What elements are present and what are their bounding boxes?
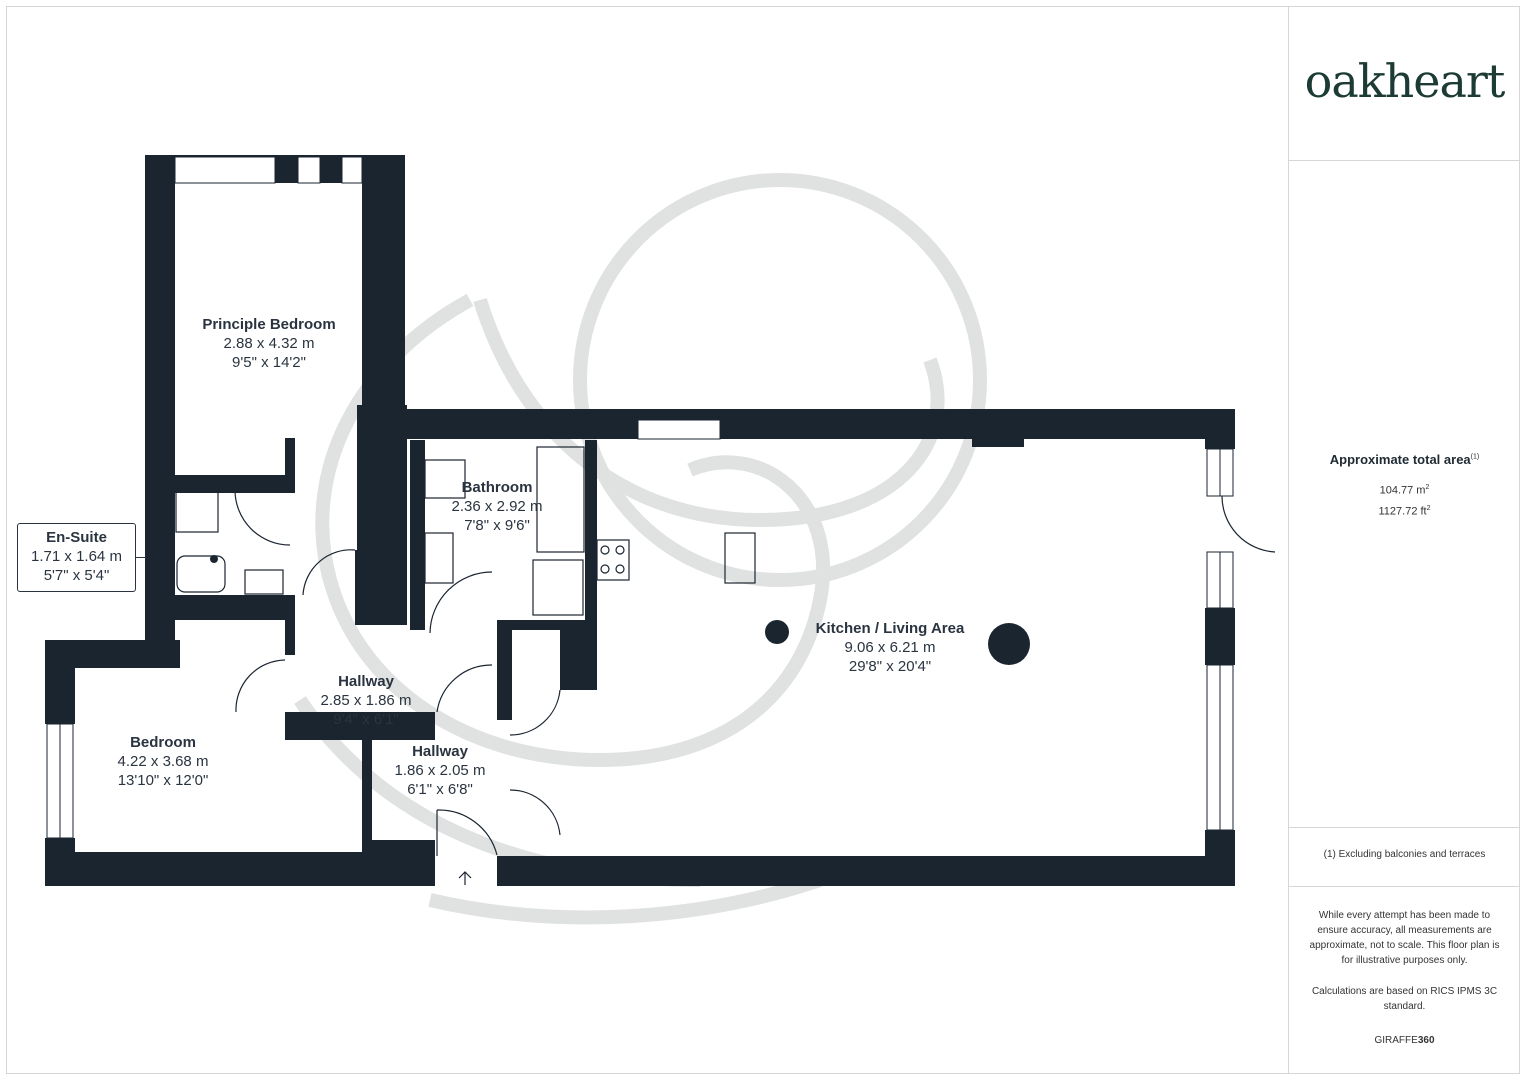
fixtures [175,446,1276,885]
room-name: Kitchen / Living Area [815,620,965,637]
area-title-note: (1) [1470,453,1480,461]
room-metric: 2.85 x 1.86 m [320,692,412,709]
floor-plan [45,155,1276,925]
area-title-text: Approximate total area [1329,452,1471,467]
room-imperial: 6'1" x 6'8" [407,781,473,798]
room-metric: 1.71 x 1.64 m [31,548,122,565]
room-principle-bedroom: Principle Bedroom 2.88 x 4.32 m 9'5" x 1… [169,315,369,372]
room-bedroom: Bedroom 4.22 x 3.68 m 13'10" x 12'0" [88,733,238,790]
divider [1289,886,1520,887]
room-name: Hallway [412,743,468,760]
room-name: Hallway [338,673,394,690]
room-hallway: Hallway 2.85 x 1.86 m 9'4" x 6'1" [291,672,441,729]
giraffe360-credit: GIRAFFE360 [1289,1035,1520,1046]
disclaimer-text: While every attempt has been made to ens… [1309,910,1500,966]
ensuite-pointer [136,557,146,558]
room-imperial: 5'7" x 5'4" [43,567,110,584]
area-title: Approximate total area(1) [1289,452,1520,467]
room-metric: 2.88 x 4.32 m [223,335,315,352]
room-imperial: 29'8" x 20'4" [848,658,932,675]
room-metric: 9.06 x 6.21 m [844,639,936,656]
room-imperial: 7'8" x 9'6" [464,517,530,534]
room-metric: 2.36 x 2.92 m [451,498,543,515]
room-name: Bedroom [130,734,196,751]
room-name: Bathroom [461,479,533,496]
divider [1289,827,1520,828]
column-icon [988,623,1030,665]
room-metric: 4.22 x 3.68 m [117,753,209,770]
area-metric-sup: 2 [1425,484,1430,491]
windows [46,156,1234,839]
info-sidebar: oakheart Approximate total area(1) 104.7… [1288,6,1520,1074]
room-hallway: Hallway 1.86 x 2.05 m 6'1" x 6'8" [370,742,510,799]
brand-logo: oakheart [1304,54,1506,108]
column-icon [765,620,789,644]
page-frame [6,6,1520,1074]
walls [45,155,1235,886]
area-metric-text: 104.77 m [1379,484,1426,497]
credit-prefix: GIRAFFE [1374,1035,1418,1046]
credit-suffix: 360 [1417,1035,1435,1046]
room-kitchen-living: Kitchen / Living Area 9.06 x 6.21 m 29'8… [780,619,1000,676]
area-metric: 104.77 m2 [1289,484,1520,497]
area-imperial-text: 1127.72 ft [1378,505,1427,518]
area-imperial: 1127.72 ft2 [1289,505,1520,518]
area-imperial-sup: 2 [1426,505,1431,512]
room-en-suite: En-Suite 1.71 x 1.64 m 5'7" x 5'4" [17,523,136,592]
area-footnote: (1) Excluding balconies and terraces [1323,849,1486,860]
calculation-note: Calculations are based on RICS IPMS 3C s… [1311,986,1498,1012]
room-imperial: 9'4" x 6'1" [333,711,399,728]
ensuite-tap-icon [210,555,218,563]
room-imperial: 9'5" x 14'2" [232,354,306,371]
room-name: Principle Bedroom [202,316,336,333]
room-metric: 1.86 x 2.05 m [394,762,486,779]
room-bathroom: Bathroom 2.36 x 2.92 m 7'8" x 9'6" [417,478,577,535]
divider [1289,160,1520,161]
room-name: En-Suite [46,529,107,546]
room-imperial: 13'10" x 12'0" [117,772,209,789]
